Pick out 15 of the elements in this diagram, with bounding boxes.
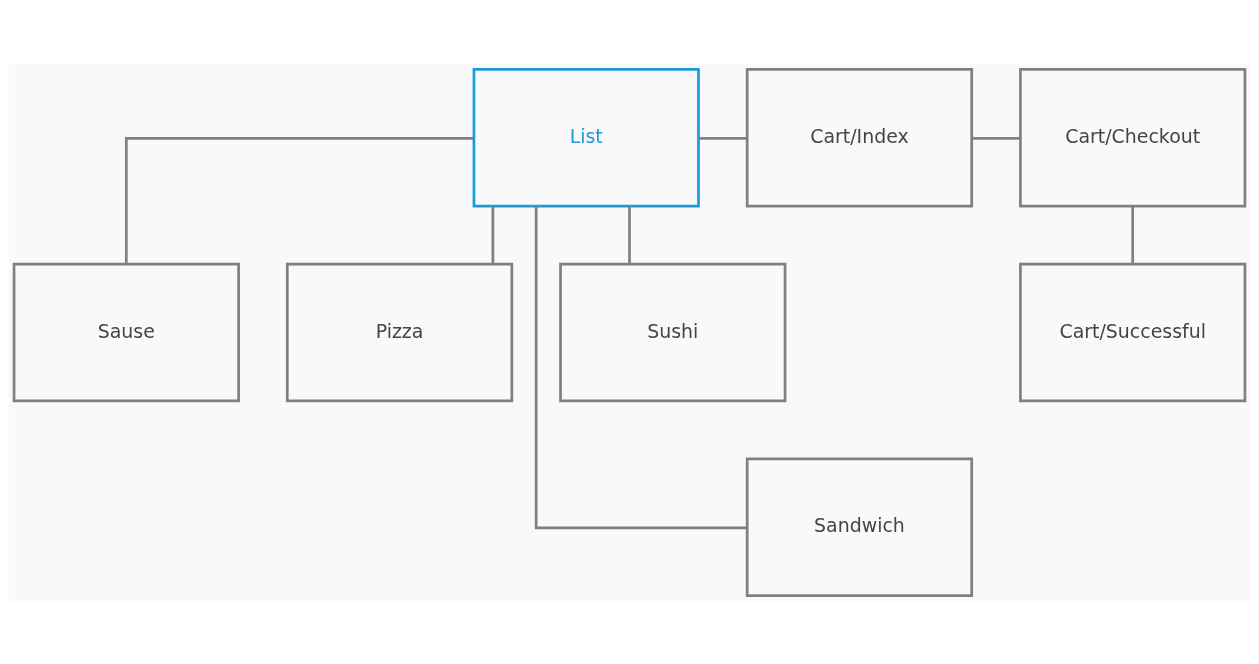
connector xyxy=(1131,205,1135,264)
node-box: Sause xyxy=(12,262,240,402)
node-box: Cart/Successful xyxy=(1019,262,1247,402)
connector xyxy=(534,205,747,529)
connector xyxy=(971,136,1021,140)
connector xyxy=(628,205,631,264)
node-box: List xyxy=(472,67,700,207)
connector xyxy=(698,136,748,140)
node-box: Cart/Checkout xyxy=(1019,67,1247,207)
connector xyxy=(491,205,495,264)
node-box: Sandwich xyxy=(745,457,974,597)
node-box: Pizza xyxy=(285,262,514,402)
connector xyxy=(124,136,474,264)
node-box: Sushi xyxy=(559,262,787,402)
node-box: Cart/Index xyxy=(745,67,974,207)
